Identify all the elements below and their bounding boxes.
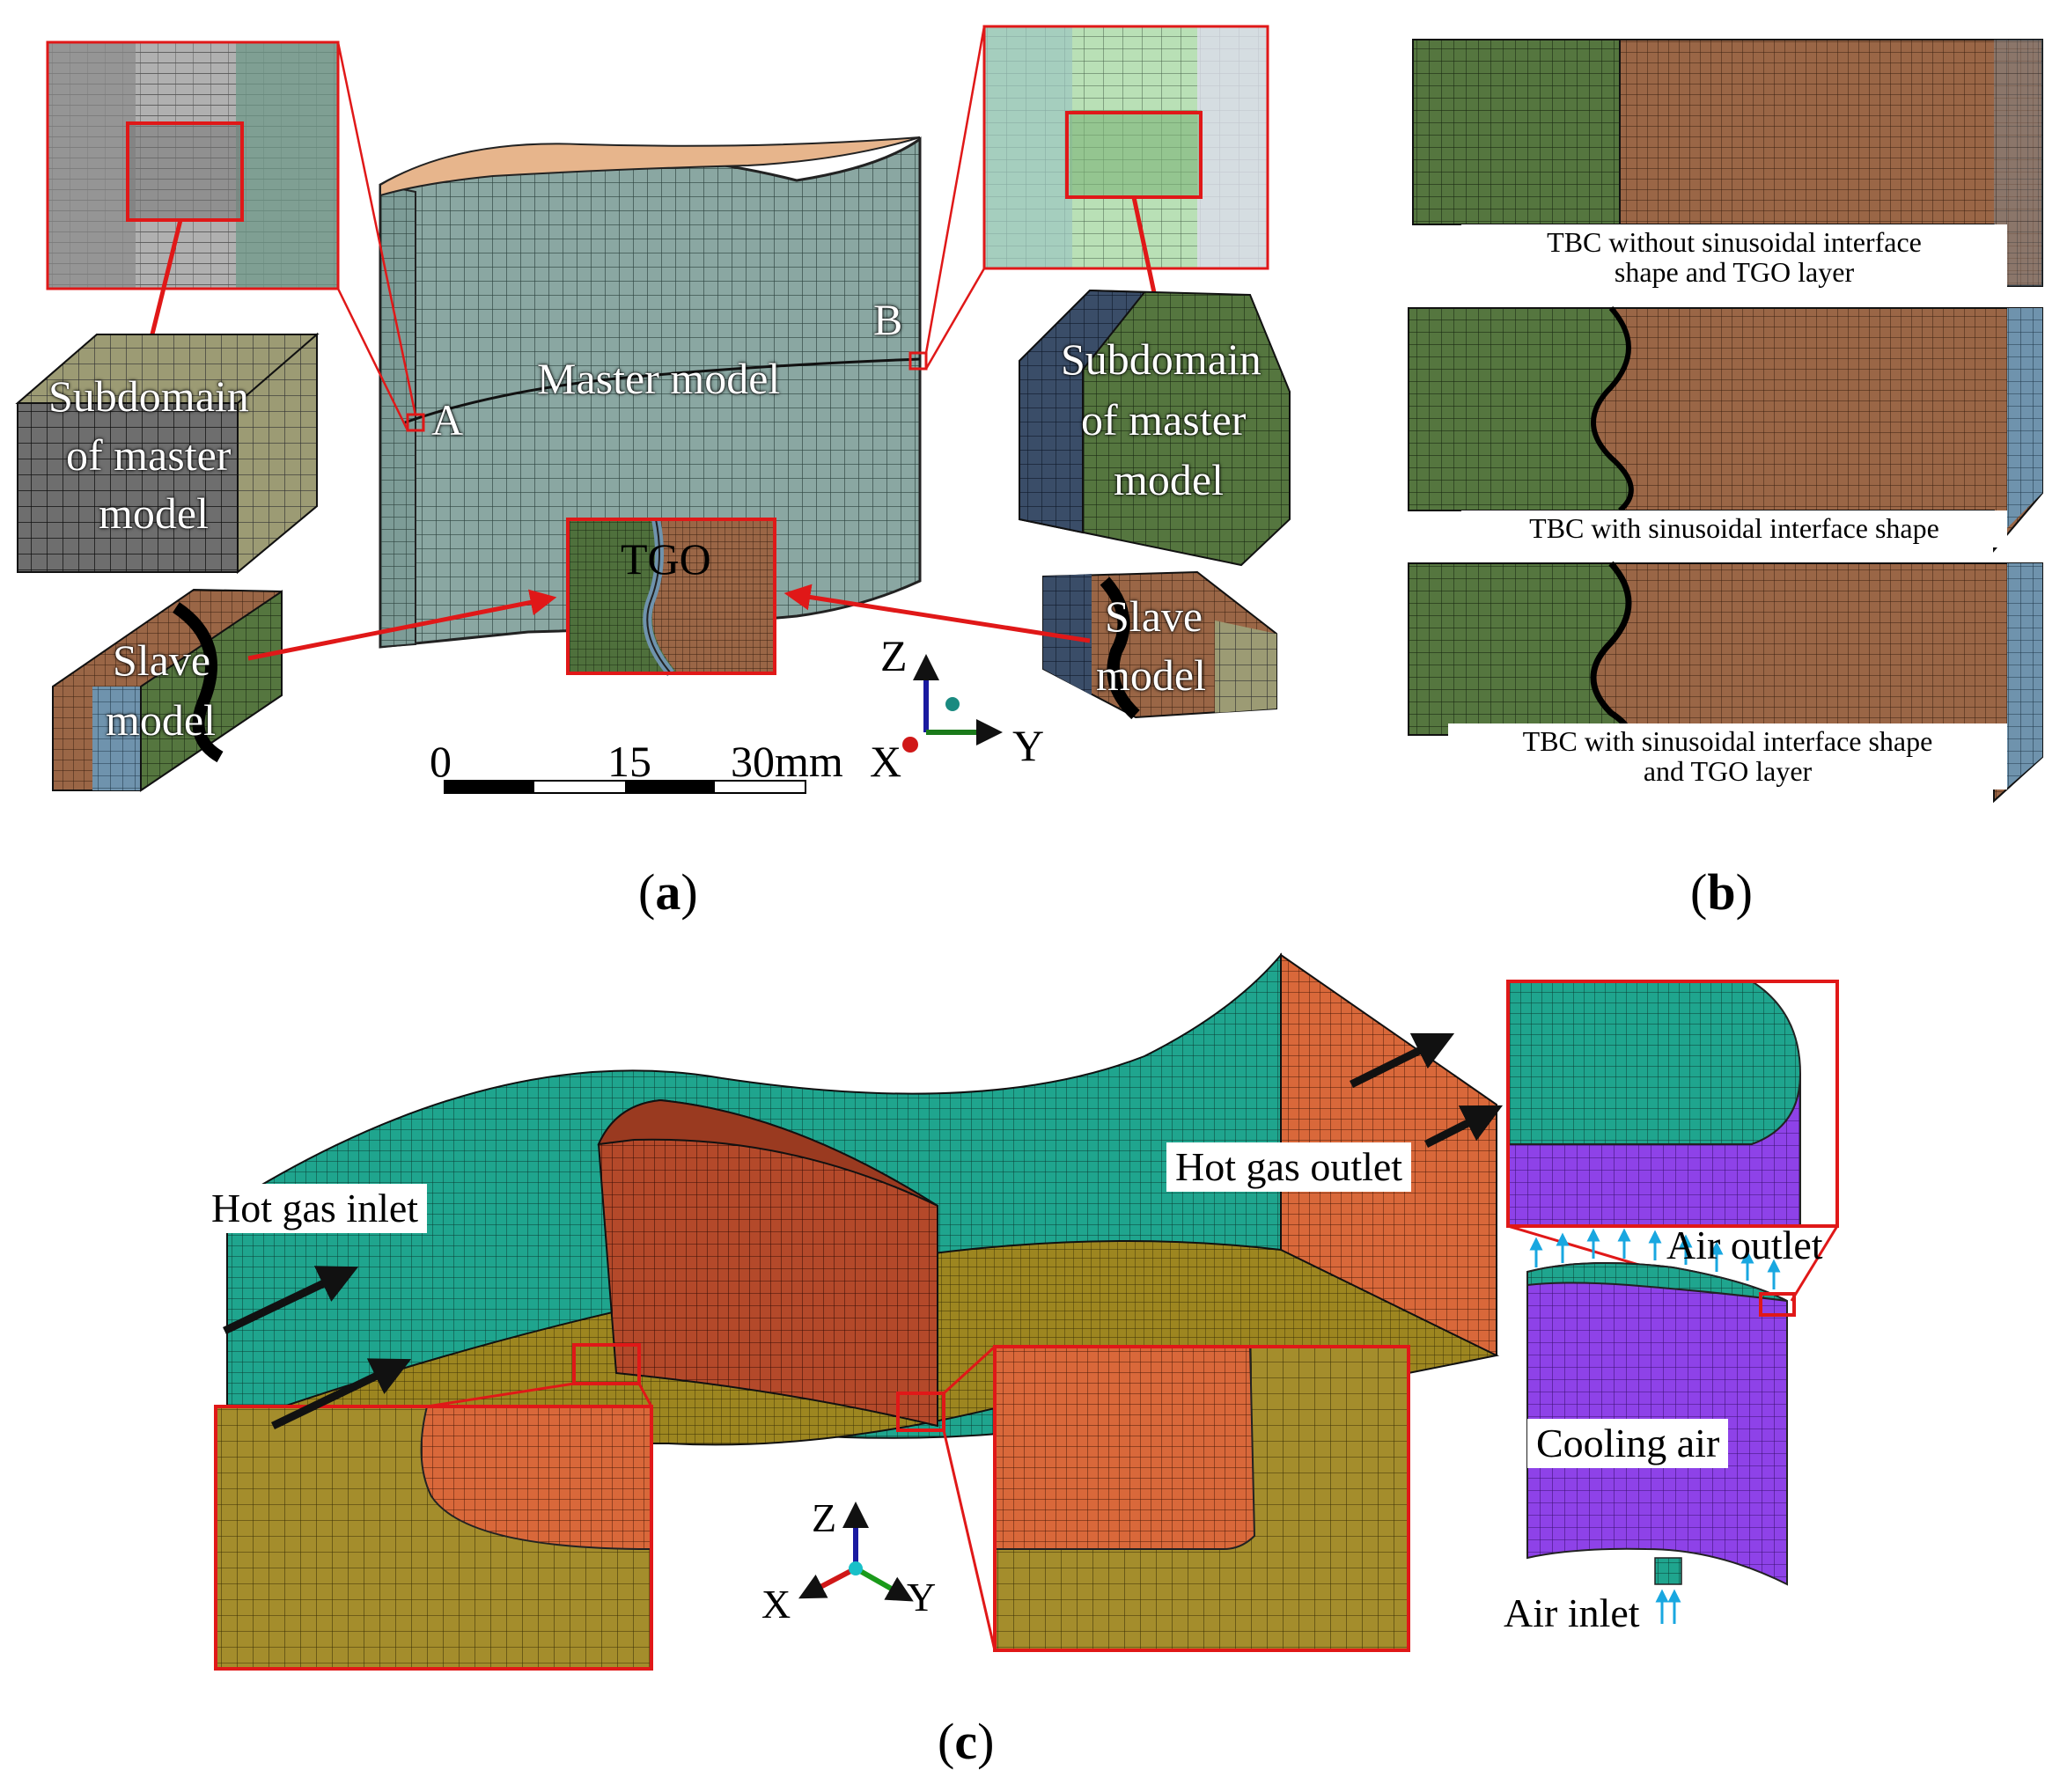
label-subdomain-left-1: Subdomain [48,371,249,421]
label-air-inlet: Air inlet [1504,1590,1640,1635]
axis-a-x: X [870,737,902,786]
scale-label-15: 15 [607,737,651,786]
axis-c-z: Z [812,1495,837,1540]
subdomain-right-block [1019,289,1291,567]
axis-triad-c [798,1502,914,1602]
label-tbc-row-1: TBC without sinusoidal interface shape a… [1461,224,2007,291]
label-tbc-row-1-line2: shape and TGO layer [1614,255,1855,288]
label-tbc-row-2: TBC with sinusoidal interface shape [1461,510,2007,547]
flow-arrows [223,1032,1504,1430]
panel-c [214,952,1839,1671]
axis-a-y: Y [1012,721,1045,770]
label-point-b: B [873,295,903,344]
label-point-a: A [431,395,464,444]
caption-c: (c) [938,1713,995,1770]
label-slave-right-1: Slave [1105,591,1203,641]
label-hot-gas-outlet: Hot gas outlet [1166,1142,1412,1193]
label-hot-gas-inlet: Hot gas inlet [202,1184,428,1234]
zoom-inset-air-outlet [1506,980,1839,1303]
zoom-inset-a [46,40,417,431]
scale-bar [444,780,806,794]
zoom-inset-c-left [214,1382,653,1671]
label-slave-left-2: model [106,695,216,745]
label-cooling-air: Cooling air [1527,1419,1729,1469]
tbc-row-3 [1408,561,2043,804]
label-subdomain-right-1: Subdomain [1061,334,1262,384]
caption-a: (a) [638,863,698,921]
label-subdomain-left-3: model [99,488,209,538]
label-tbc-row-3-line2: and TGO layer [1643,754,1813,787]
panel-b [1408,39,2043,804]
zoom-inset-b [924,25,1269,370]
axis-triad-a [902,654,1003,753]
label-air-outlet: Air outlet [1666,1223,1823,1267]
label-tbc-row-3: TBC with sinusoidal interface shape and … [1448,723,2007,790]
label-slave-right-2: model [1096,650,1206,700]
label-tbc-row-1-line1: TBC without sinusoidal interface [1547,226,1922,258]
slave-model-right [783,570,1277,720]
panel-a [15,25,1291,794]
caption-b: (b) [1690,863,1753,921]
tgo-inset [566,518,776,677]
zoom-inset-c-right [942,1345,1410,1652]
slave-model-left [52,588,557,792]
axis-a-z: Z [880,631,908,680]
scale-label-30mm: 30mm [731,737,843,786]
label-tbc-row-3-line1: TBC with sinusoidal interface shape [1522,725,1933,757]
axis-c-y: Y [907,1575,937,1619]
subdomain-left-block [15,332,320,575]
label-master-model: Master model [537,354,781,403]
label-slave-left-1: Slave [113,635,211,685]
label-subdomain-right-3: model [1114,455,1224,504]
axis-c-x: X [761,1582,791,1627]
label-tgo: TGO [621,534,711,584]
label-subdomain-right-2: of master [1081,395,1247,444]
label-tbc-row-2-line1: TBC with sinusoidal interface shape [1529,512,1939,544]
tbc-row-2 [1408,306,2043,553]
scale-label-0: 0 [430,737,452,786]
master-model-blade [379,136,928,649]
label-subdomain-left-2: of master [66,430,232,480]
